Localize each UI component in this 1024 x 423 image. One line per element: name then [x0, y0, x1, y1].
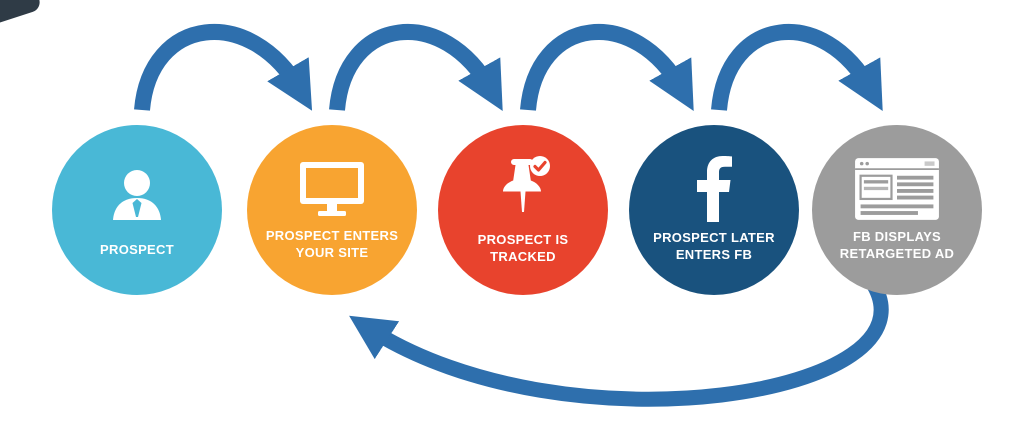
- step-circle-enters-facebook: PROSPECT LATER ENTERS FB: [629, 125, 799, 295]
- step-label: PROSPECT ENTERS YOUR SITE: [265, 228, 399, 260]
- pushpin-check-icon: [488, 154, 558, 224]
- step-circle-retargeted-ad: FB DISPLAYS RETARGETED AD: [812, 125, 982, 295]
- step-tracked: PROSPECT IS TRACKED: [438, 125, 608, 295]
- step-enters-site: PROSPECT ENTERS YOUR SITE: [247, 125, 417, 295]
- arrow-step4-to-step5: [711, 24, 883, 111]
- step-circle-tracked: PROSPECT IS TRACKED: [438, 125, 608, 295]
- step-prospect: PROSPECT: [52, 125, 222, 295]
- step-circle-enters-site: PROSPECT ENTERS YOUR SITE: [247, 125, 417, 295]
- arrow-step3-to-step4: [520, 24, 694, 111]
- browser-ad-icon: [851, 157, 943, 221]
- monitor-icon: [294, 158, 370, 220]
- step-enters-facebook: PROSPECT LATER ENTERS FB: [629, 125, 799, 295]
- step-retargeted-ad: FB DISPLAYS RETARGETED AD: [812, 125, 982, 295]
- step-circle-prospect: PROSPECT: [52, 125, 222, 295]
- step-label: PROSPECT IS TRACKED: [477, 232, 569, 264]
- facebook-icon: [695, 156, 733, 223]
- step-label: PROSPECT LATER ENTERS FB: [653, 230, 775, 262]
- person-icon: [101, 162, 173, 234]
- arrow-step2-to-step3: [329, 24, 503, 111]
- step-label: PROSPECT: [100, 241, 174, 257]
- step-label: FB DISPLAYS RETARGETED AD: [839, 229, 955, 261]
- arrow-step1-to-step2: [134, 24, 313, 111]
- arrow-retarget-loop-back: [349, 277, 889, 407]
